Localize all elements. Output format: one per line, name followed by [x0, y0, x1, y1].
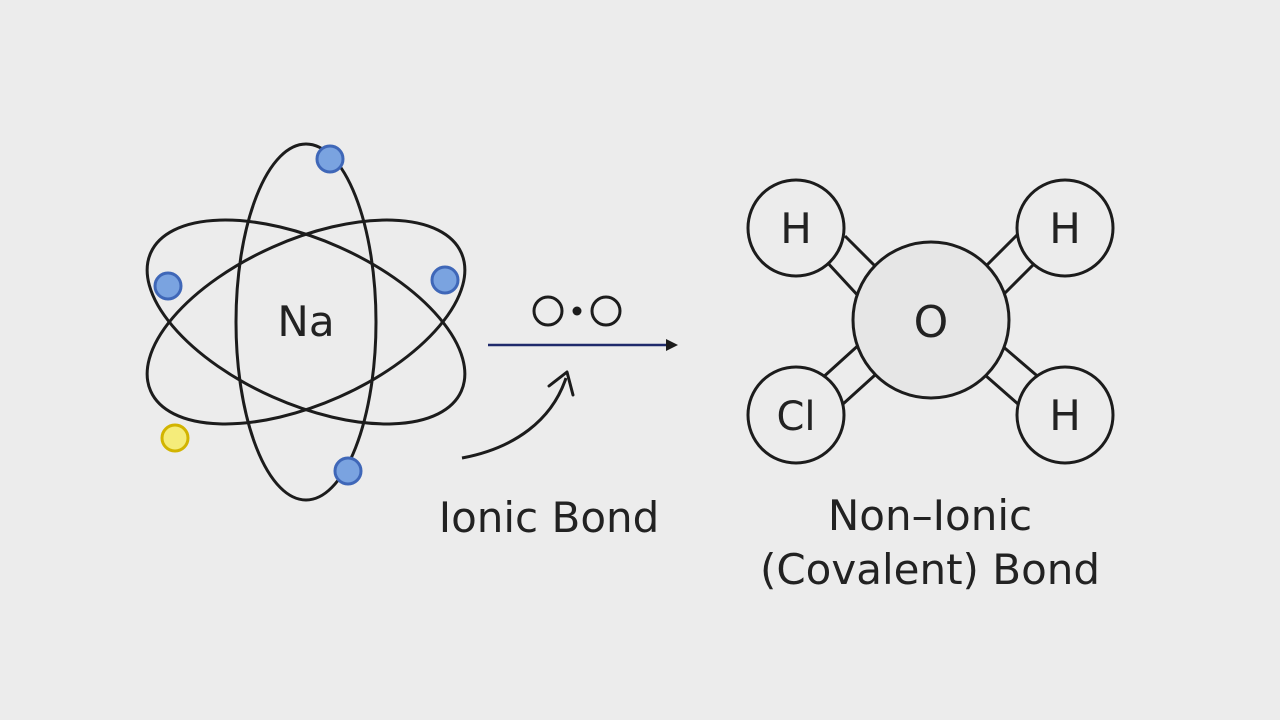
ionic-bond-label: Ionic Bond — [439, 493, 660, 542]
orbit-diagonal-a — [145, 218, 467, 426]
small-electron-icon — [590, 295, 622, 327]
hydrogen-atom-bottom-right — [1015, 365, 1115, 465]
orbit-diagonal-b — [145, 218, 467, 426]
electron-blue — [430, 265, 460, 295]
dot-icon — [572, 306, 582, 316]
chlorine-atom-bottom-left — [746, 365, 846, 465]
hydrogen-symbol: H — [1049, 391, 1081, 440]
electron-yellow — [160, 423, 190, 453]
oxygen-symbol: O — [914, 297, 949, 348]
small-electron-icon — [532, 295, 564, 327]
covalent-label-line1: Non–Ionic — [828, 491, 1032, 540]
chlorine-symbol: Cl — [776, 394, 815, 440]
hydrogen-symbol: H — [1049, 204, 1081, 253]
covalent-molecule: O H H Cl H Non–Ionic (Covalent) Bond — [746, 178, 1115, 594]
covalent-label-line2: (Covalent) Bond — [760, 545, 1100, 594]
electron-blue — [153, 271, 183, 301]
curved-arrow-head-icon — [547, 370, 575, 397]
curved-arrow — [461, 377, 568, 460]
hydrogen-atom-top-left — [746, 178, 846, 278]
hydrogen-atom-top-right — [1015, 178, 1115, 278]
oxygen-atom — [851, 240, 1011, 400]
electron-blue — [333, 456, 363, 486]
electron-blue — [315, 144, 345, 174]
orbit-vertical — [234, 142, 378, 502]
ionic-transfer: Ionic Bond — [439, 295, 678, 542]
atom-symbol: Na — [277, 297, 334, 346]
hydrogen-symbol: H — [780, 204, 812, 253]
sodium-atom: Na — [145, 142, 467, 502]
